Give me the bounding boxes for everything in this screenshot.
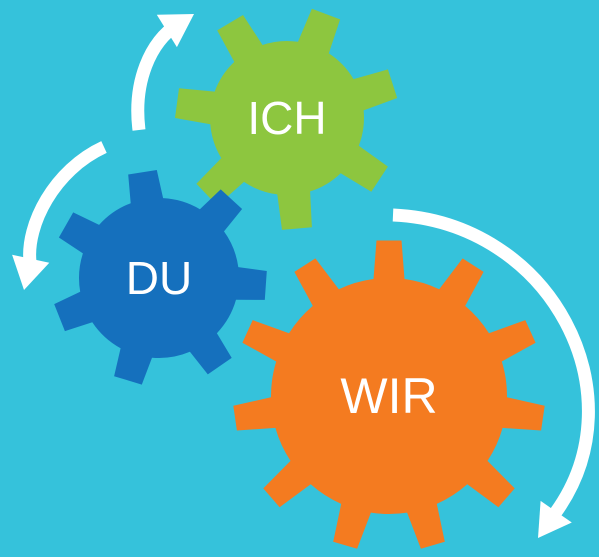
arrow-wir-clockwise-head	[538, 500, 572, 538]
gear-du-label: DU	[126, 252, 192, 304]
arrows-layer	[12, 14, 595, 538]
labels-layer: ICH DU WIR	[126, 92, 438, 424]
gear-ich-label: ICH	[247, 92, 326, 144]
arrow-du-to-ich-head	[156, 14, 194, 48]
arrow-ich-to-du-head	[12, 254, 50, 290]
arrow-du-to-ich-shaft	[131, 18, 182, 131]
gear-ich	[175, 8, 398, 230]
gears-layer	[54, 8, 545, 549]
arrow-du-to-ich	[131, 14, 194, 131]
gear-wir-label: WIR	[340, 368, 437, 424]
arrow-ich-to-du-shaft	[23, 141, 107, 263]
arrow-wir-clockwise	[392, 208, 595, 538]
gear-du	[54, 170, 267, 385]
arrow-wir-clockwise-shaft	[392, 208, 595, 516]
arrow-ich-to-du	[12, 141, 107, 290]
gear-wir	[233, 240, 545, 549]
